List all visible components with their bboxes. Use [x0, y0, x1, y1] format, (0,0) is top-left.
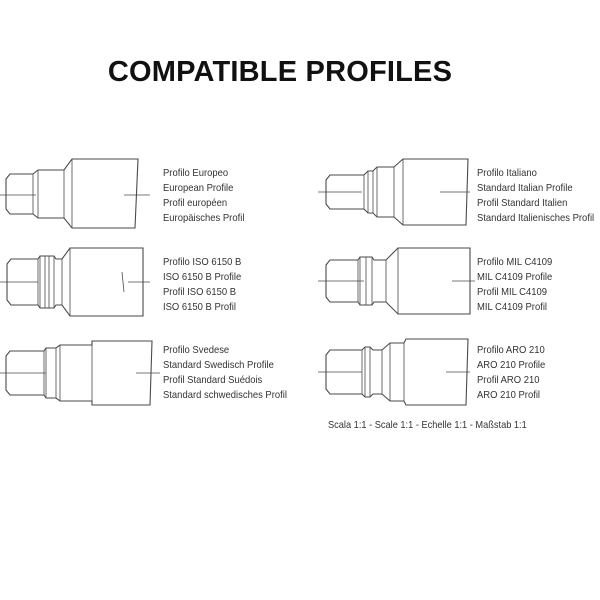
swedish-profile-labels: Profilo Svedese Standard Swedisch Profil…: [163, 343, 287, 403]
milc4109-profile-labels: Profilo MIL C4109 MIL C4109 Profile Prof…: [477, 255, 552, 315]
profile-label: Profilo Italiano: [477, 167, 537, 179]
profile-label: Profilo Europeo: [163, 167, 229, 179]
profile-label: Profil ISO 6150 B: [163, 286, 237, 298]
profile-label: Profilo ISO 6150 B: [163, 256, 242, 268]
profile-label: MIL C4109 Profil: [477, 301, 548, 313]
profile-label: Europäisches Profil: [163, 212, 245, 224]
italian-profile-labels: Profilo Italiano Standard Italian Profil…: [477, 166, 594, 226]
profile-label: European Profile: [163, 182, 234, 194]
profile-label: Standard Italienisches Profil: [477, 212, 595, 224]
profile-label: Standard Swedisch Profile: [163, 359, 274, 371]
profile-label: Profilo MIL C4109: [477, 256, 553, 268]
profile-label: Standard Italian Profile: [477, 182, 573, 194]
iso6150b-profile-drawing: [0, 247, 150, 317]
profile-label: Profil ARO 210: [477, 374, 540, 386]
profile-label: MIL C4109 Profile: [477, 271, 553, 283]
profile-label: ARO 210 Profile: [477, 359, 546, 371]
aro210-profile-drawing: [318, 338, 470, 406]
profile-label: ISO 6150 B Profile: [163, 271, 242, 283]
european-profile-drawing: [0, 158, 150, 229]
profile-label: Profilo Svedese: [163, 344, 230, 356]
profile-label: ISO 6150 B Profil: [163, 301, 237, 313]
aro210-profile-labels: Profilo ARO 210 ARO 210 Profile Profil A…: [477, 343, 545, 403]
profile-label: Profil européen: [163, 197, 228, 209]
european-profile-labels: Profilo Europeo European Profile Profil …: [163, 166, 244, 226]
profile-label: Standard schwedisches Profil: [163, 389, 287, 401]
iso6150b-profile-labels: Profilo ISO 6150 B ISO 6150 B Profile Pr…: [163, 255, 241, 315]
page-title: COMPATIBLE PROFILES: [107, 56, 453, 88]
swedish-profile-drawing: [0, 340, 160, 406]
scale-note: Scala 1:1 - Scale 1:1 - Echelle 1:1 - Ma…: [328, 419, 527, 431]
profile-label: Profil MIL C4109: [477, 286, 548, 298]
profile-label: Profil Standard Suédois: [163, 374, 263, 386]
milc4109-profile-drawing: [318, 247, 475, 315]
profile-label: ARO 210 Profil: [477, 389, 541, 401]
profile-label: Profil Standard Italien: [477, 197, 568, 209]
profile-label: Profilo ARO 210: [477, 344, 545, 356]
italian-profile-drawing: [318, 158, 470, 226]
